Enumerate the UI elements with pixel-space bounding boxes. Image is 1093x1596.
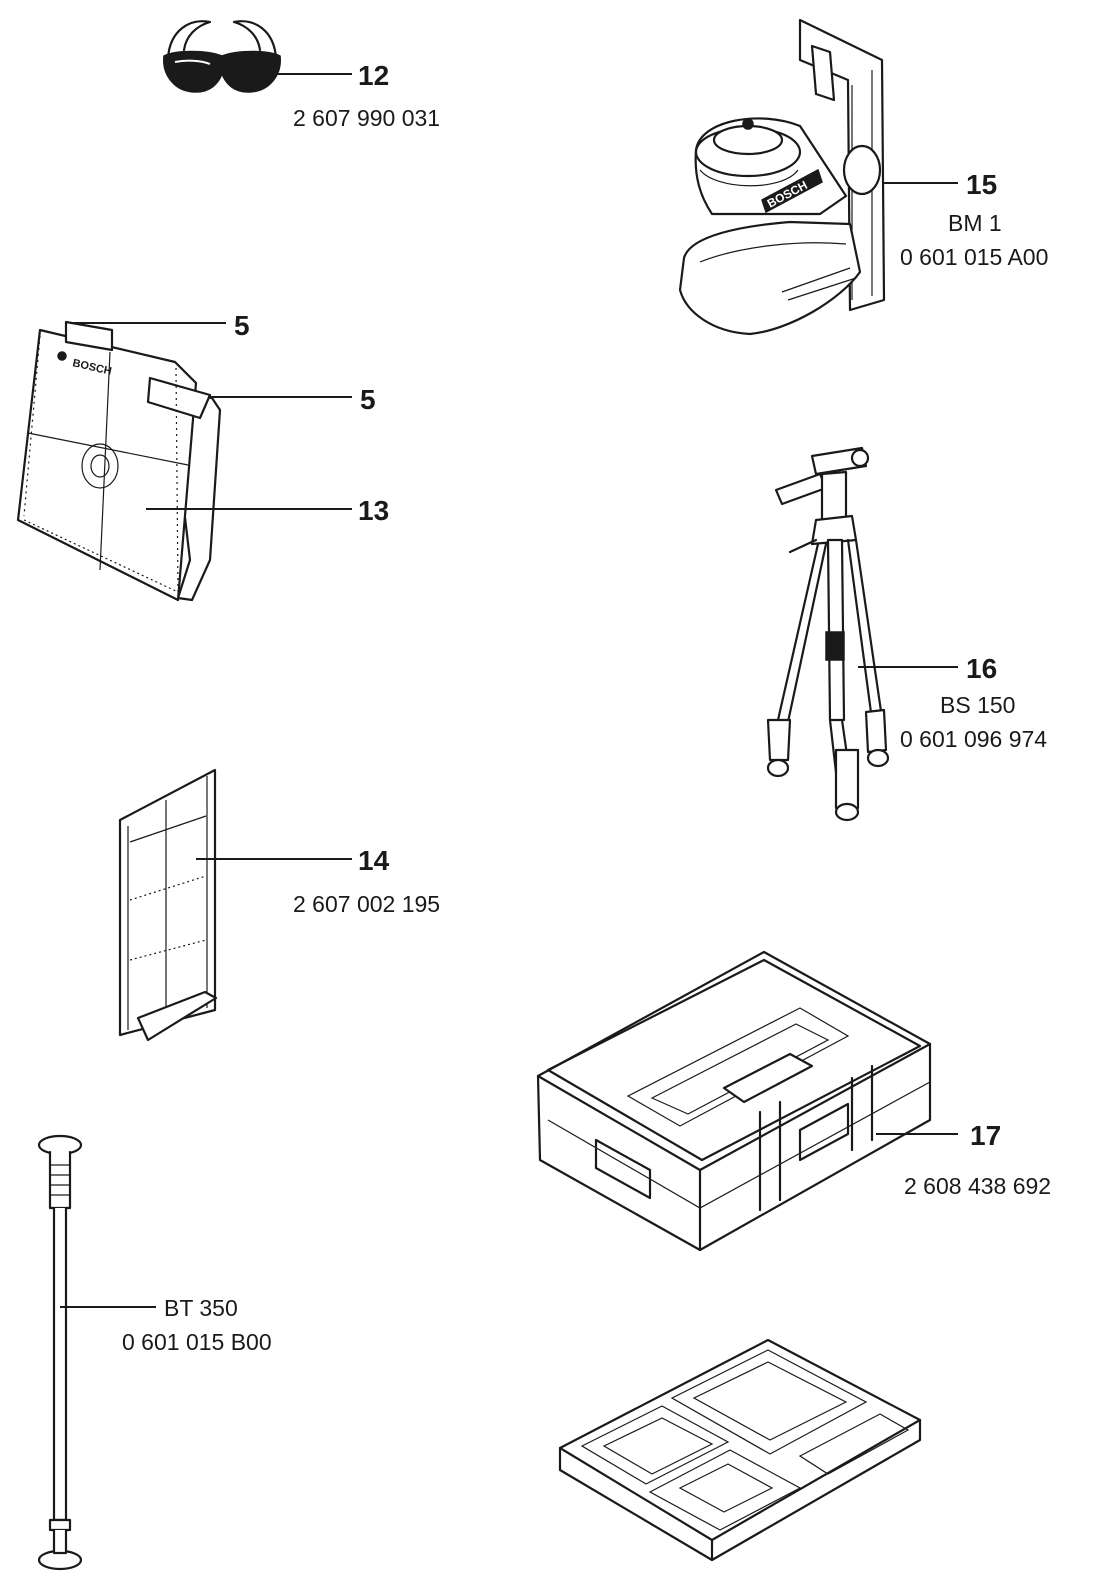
- model-bm1: BM 1: [948, 210, 1002, 236]
- callout-15: 15: [966, 169, 997, 200]
- part-number-17: 2 608 438 692: [904, 1173, 1051, 1199]
- part-number-bt350: 0 601 015 B00: [122, 1329, 272, 1355]
- part-number-12: 2 607 990 031: [293, 105, 440, 131]
- part-number-14: 2 607 002 195: [293, 891, 440, 917]
- case-insert-illustration: [558, 1338, 922, 1562]
- part-number-16: 0 601 096 974: [900, 726, 1047, 752]
- callout-13: 13: [358, 495, 389, 526]
- carrying-case-illustration: [536, 950, 932, 1252]
- measuring-plate-illustration: [118, 768, 218, 1042]
- universal-holder-illustration: BOSCH: [678, 18, 886, 336]
- model-bs150: BS 150: [940, 692, 1015, 718]
- part-number-15: 0 601 015 A00: [900, 244, 1048, 270]
- callout-5b: 5: [360, 384, 376, 415]
- laser-target-plate-illustration: BOSCH: [16, 320, 222, 602]
- callout-17: 17: [970, 1120, 1001, 1151]
- callout-16: 16: [966, 653, 997, 684]
- telescopic-pole-illustration: [37, 1134, 83, 1571]
- callout-14: 14: [358, 845, 390, 876]
- callout-12: 12: [358, 60, 389, 91]
- laser-glasses-illustration: [163, 20, 281, 93]
- tripod-illustration: [766, 446, 890, 822]
- callout-5a: 5: [234, 310, 250, 341]
- model-bt350: BT 350: [164, 1295, 238, 1321]
